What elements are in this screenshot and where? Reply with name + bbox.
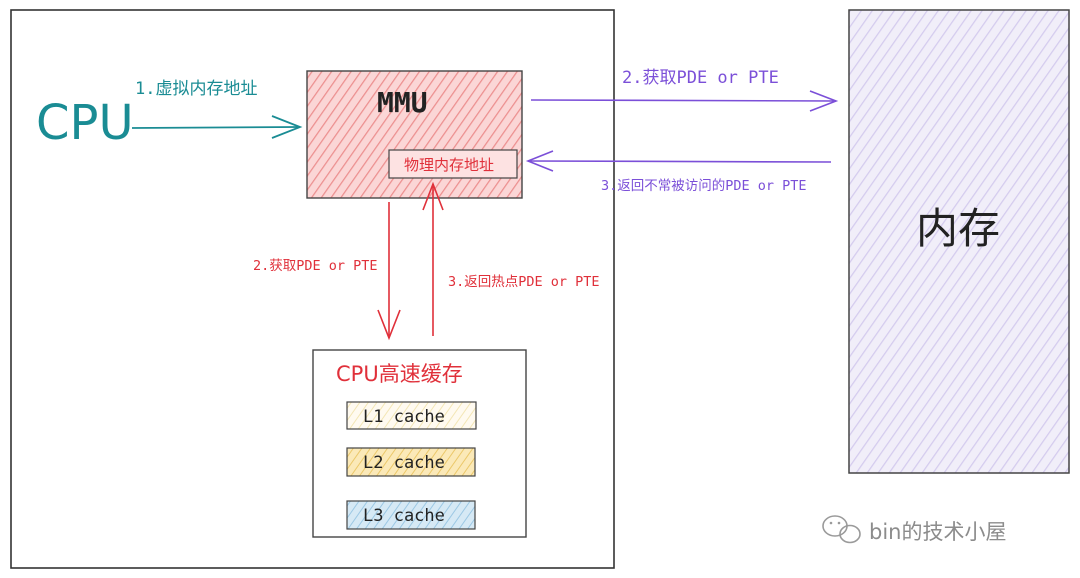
cpu-chip-frame	[10, 9, 615, 569]
cache-title: CPU高速缓存	[336, 362, 463, 386]
memory-label: 内存	[916, 204, 1000, 253]
l1-cache-box	[346, 401, 477, 430]
arrow-cpu-to-mmu	[131, 115, 303, 139]
l3-cache-label: L3 cache	[363, 506, 445, 526]
l2-cache-box	[346, 447, 476, 477]
watermark-text: bin的技术小屋	[869, 520, 1006, 544]
l3-cache-box	[346, 500, 476, 530]
l2-cache-label: L2 cache	[363, 453, 445, 473]
l1-cache-label: L1 cache	[363, 407, 445, 427]
label-cache-return: 3.返回热点PDE or PTE	[448, 274, 600, 290]
arrow-cache-to-mmu	[422, 181, 444, 336]
label-mem-return: 3.返回不常被访问的PDE or PTE	[601, 178, 807, 194]
memory-box	[848, 9, 1070, 474]
mmu-label: MMU	[377, 86, 428, 119]
label-mem-fetch: 2.获取PDE or PTE	[622, 68, 779, 88]
label-virtual-address: 1.虚拟内存地址	[135, 79, 257, 99]
wechat-icon	[822, 515, 861, 544]
arrow-mmu-to-memory	[530, 90, 839, 112]
label-cache-fetch: 2.获取PDE or PTE	[253, 258, 378, 274]
physical-address-box	[388, 149, 518, 179]
arrow-mmu-to-cache	[377, 202, 401, 341]
cpu-label: CPU	[36, 95, 134, 151]
arrow-memory-to-mmu	[525, 150, 832, 172]
physical-address-label: 物理内存地址	[404, 156, 494, 174]
